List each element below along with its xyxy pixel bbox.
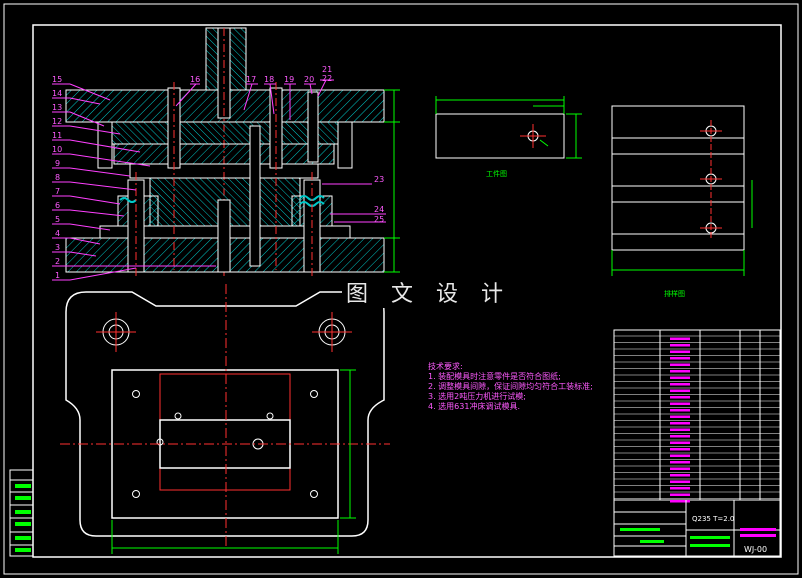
bom-cell-mark: [670, 363, 690, 366]
notes-title: 技术要求:: [428, 362, 463, 371]
bom-cell-mark: [670, 422, 690, 425]
bom-cell-mark: [670, 389, 690, 392]
part-label-14: 14: [52, 89, 62, 98]
layout-label: 排样图: [664, 289, 685, 298]
bom-cell-mark: [670, 396, 690, 399]
bom-cell-mark: [670, 376, 690, 379]
part-label-18: 18: [264, 75, 274, 84]
part-label-7: 7: [55, 187, 60, 196]
bom-cell-mark: [670, 454, 690, 457]
title-block: [614, 500, 780, 556]
bom-cell-mark: [670, 350, 690, 353]
part-label-1: 1: [55, 271, 60, 280]
part-label-3: 3: [55, 243, 60, 252]
part-label-11: 11: [52, 131, 62, 140]
bom-cell-mark: [670, 383, 690, 386]
bom-cell-mark: [670, 441, 690, 444]
bom-cell-mark: [670, 409, 690, 412]
part-label-15: 15: [52, 75, 62, 84]
part-label-25: 25: [374, 215, 384, 224]
part-label-9: 9: [55, 159, 60, 168]
part-label-24: 24: [374, 205, 384, 214]
side-strip: [9, 469, 34, 557]
bom-cell-mark: [670, 402, 690, 405]
part-label-13: 13: [52, 103, 62, 112]
bom-cell-mark: [670, 337, 690, 340]
part-label-8: 8: [55, 173, 60, 182]
part-label-5: 5: [55, 215, 60, 224]
outer-frame: [3, 3, 799, 575]
part-label-21: 21: [322, 65, 332, 74]
part-label-17: 17: [246, 75, 256, 84]
part-label-6: 6: [55, 201, 60, 210]
part-leaders: [52, 79, 386, 281]
part-label-22: 22: [322, 74, 332, 83]
part-label-4: 4: [55, 229, 60, 238]
part-label-23: 23: [374, 175, 384, 184]
bom-cell-mark: [670, 357, 690, 360]
part-number-labels: 15 14 13 12 11 10 9 8 7 6 5 4 3 2 1 16 1…: [52, 65, 384, 280]
bom-cell-mark: [670, 415, 690, 418]
part-label-2: 2: [55, 257, 60, 266]
part-label-20: 20: [304, 75, 314, 84]
part-label-12: 12: [52, 117, 62, 126]
bom-cell-mark: [670, 448, 690, 451]
bom-cell-mark: [670, 344, 690, 347]
plan-view: [60, 284, 390, 554]
note-item: 4. 选用631冲床调试模具.: [428, 402, 520, 411]
bom-cell-mark: [670, 467, 690, 470]
inner-frame: [32, 24, 782, 558]
part-label-16: 16: [190, 75, 200, 84]
part-label-10: 10: [52, 145, 62, 154]
bom-cell-mark: [670, 500, 690, 503]
note-item: 2. 调整模具间隙，保证间隙均匀符合工装标准;: [428, 382, 593, 391]
bom-cell-mark: [670, 474, 690, 477]
bom-table: [613, 329, 781, 557]
material-spec: Q235 T=2.0: [692, 515, 734, 523]
bom-cell-mark: [670, 370, 690, 373]
strip-layout-view: [611, 105, 753, 276]
bom-cell-mark: [670, 493, 690, 496]
watermark: 图 文 设 计: [342, 276, 515, 308]
bom-cell-mark: [670, 480, 690, 483]
technical-notes: 技术要求: 1. 装配模具时注意零件是否符合图纸; 2. 调整模具间隙，保证间隙…: [428, 362, 593, 412]
part-label-19: 19: [284, 75, 294, 84]
note-item: 3. 选用2吨压力机进行试模;: [428, 392, 526, 401]
bom-cell-mark: [670, 461, 690, 464]
note-item: 1. 装配模具时注意零件是否符合图纸;: [428, 372, 561, 381]
section-view: [65, 27, 400, 278]
workpiece-view: [435, 96, 582, 159]
bom-rows: [614, 335, 780, 503]
workpiece-label: 工件图: [486, 169, 507, 178]
bom-cell-mark: [670, 487, 690, 490]
drawing-number: WJ-00: [744, 545, 767, 554]
bom-cell-mark: [670, 428, 690, 431]
bom-cell-mark: [670, 435, 690, 438]
